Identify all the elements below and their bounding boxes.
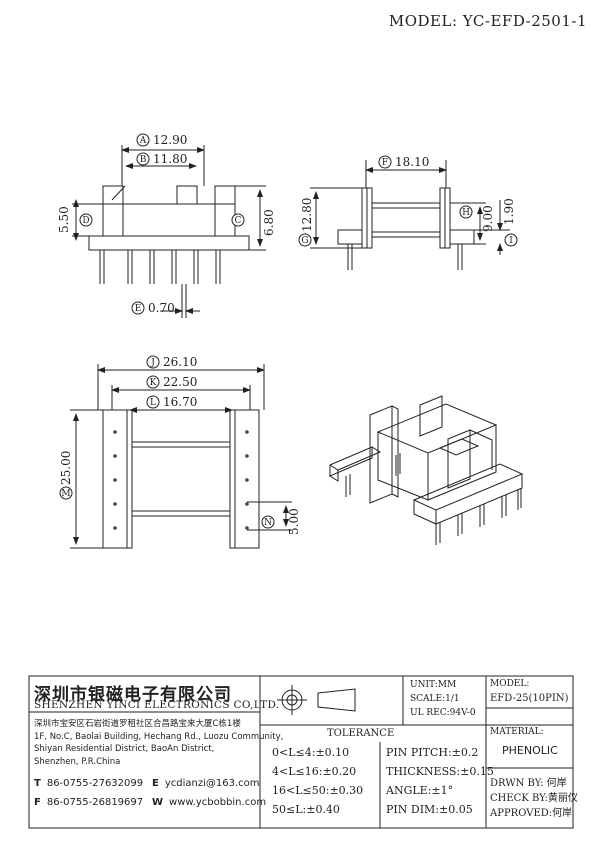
tolerance-pin-pitch: PIN PITCH:±0.2	[386, 746, 479, 759]
svg-text:I: I	[509, 236, 513, 246]
spec-ul-rec: UL REC:94V-0	[410, 708, 476, 718]
tolerance-row-3: 16<L≤50:±0.30	[272, 784, 364, 797]
top-view	[70, 364, 292, 549]
side-view-labels: F 18.10 G 12.80 H 9.00 1.90 I	[298, 155, 518, 247]
spec-unit: UNIT:MM	[410, 680, 457, 690]
svg-text:N: N	[264, 518, 272, 528]
side-view	[310, 160, 510, 270]
dim-I: 1.90	[502, 198, 516, 225]
company-address: 深圳市宝安区石岩街道罗租社区合昌路宝来大厦C栋1楼 1F, No.C, Baol…	[34, 718, 283, 768]
dim-N: 5.00	[287, 508, 301, 535]
svg-text:J: J	[150, 358, 155, 368]
dim-C: 6.80	[262, 209, 276, 236]
svg-text:L: L	[150, 398, 156, 408]
dim-K: 22.50	[163, 375, 197, 389]
model-value: EFD-25(10PIN)	[490, 693, 569, 704]
svg-text:A: A	[139, 136, 147, 146]
contact-fax: F 86-0755-26819697	[34, 797, 143, 808]
dim-H: 9.00	[481, 205, 495, 232]
svg-text:K: K	[150, 378, 157, 388]
material-label: MATERIAL:	[490, 727, 544, 737]
tolerance-row-2: 4<L≤16:±0.20	[272, 765, 357, 778]
tel-label: T	[34, 778, 41, 789]
front-view	[72, 145, 266, 318]
fax-label: F	[34, 797, 41, 808]
dim-B: 11.80	[153, 152, 187, 166]
dim-E: 0.70	[148, 301, 175, 315]
checked-by: CHECK BY:黄丽仪	[490, 793, 578, 804]
contact-tel: T 86-0755-27632099	[34, 778, 143, 789]
address-en-2: Shiyan Residential District, BaoAn Distr…	[34, 744, 215, 754]
tolerance-row-4: 50≤L:±0.40	[272, 803, 340, 816]
material-value: PHENOLIC	[502, 744, 558, 757]
svg-text:C: C	[235, 216, 242, 226]
address-en-1: 1F, No.C, Baolai Building, Hechang Rd., …	[34, 731, 284, 742]
svg-text:E: E	[135, 304, 142, 314]
address-en-3: Shenzhen, P.R.China	[34, 756, 121, 767]
svg-text:G: G	[301, 236, 308, 246]
spec-scale: SCALE:1/1	[410, 694, 460, 704]
approved-by: APPROVED:何岸	[490, 808, 573, 819]
svg-text:D: D	[82, 216, 89, 226]
svg-text:F: F	[382, 158, 388, 168]
dim-F: 18.10	[395, 155, 429, 169]
svg-text:H: H	[462, 208, 470, 218]
svg-text:B: B	[140, 155, 147, 165]
top-view-labels: J 26.10 K 22.50 L 16.70 M 25.00 N 5.00	[59, 355, 301, 535]
title-block-frame	[28, 675, 574, 829]
tolerance-angle: ANGLE:±1°	[386, 784, 454, 797]
web-value: www.ycbobbin.com	[169, 797, 267, 808]
svg-text:M: M	[61, 489, 70, 499]
company-name-en: SHENZHEN YINCI ELECTRONICS CO,LTD.	[34, 699, 280, 711]
fax-value: 86-0755-26819697	[46, 797, 144, 808]
dim-A: 12.90	[153, 133, 187, 147]
top-view-pin-holes	[113, 430, 249, 530]
email-label: E	[152, 778, 159, 789]
model-label: MODEL:	[490, 679, 530, 689]
dim-D: 5.50	[57, 206, 71, 233]
tolerance-thickness: THICKNESS:±0.15	[386, 765, 494, 778]
tolerance-pin-dim: PIN DIM:±0.05	[386, 803, 473, 816]
dim-J: 26.10	[163, 355, 197, 369]
model-title: MODEL: YC-EFD-2501-1	[388, 12, 587, 30]
isometric-view	[329, 395, 524, 545]
email-value: ycdianzi@163.com	[164, 778, 260, 789]
dim-L: 16.70	[163, 395, 197, 409]
tel-value: 86-0755-27632099	[46, 778, 144, 789]
tolerance-row-1: 0<L≤4:±0.10	[272, 746, 350, 759]
web-label: W	[152, 797, 164, 808]
front-view-labels: A 12.90 B 11.80 D 5.50 C 6.80 E 0.70	[57, 133, 276, 315]
dim-M: 25.00	[59, 451, 73, 485]
address-cn: 深圳市宝安区石岩街道罗租社区合昌路宝来大厦C栋1楼	[34, 719, 241, 729]
dim-G: 12.80	[300, 198, 314, 232]
drawn-by: DRWN BY: 何岸	[490, 778, 567, 789]
tolerance-title: TOLERANCE	[327, 728, 395, 739]
company-name-cn: 深圳市银磁电子有限公司	[34, 685, 232, 705]
